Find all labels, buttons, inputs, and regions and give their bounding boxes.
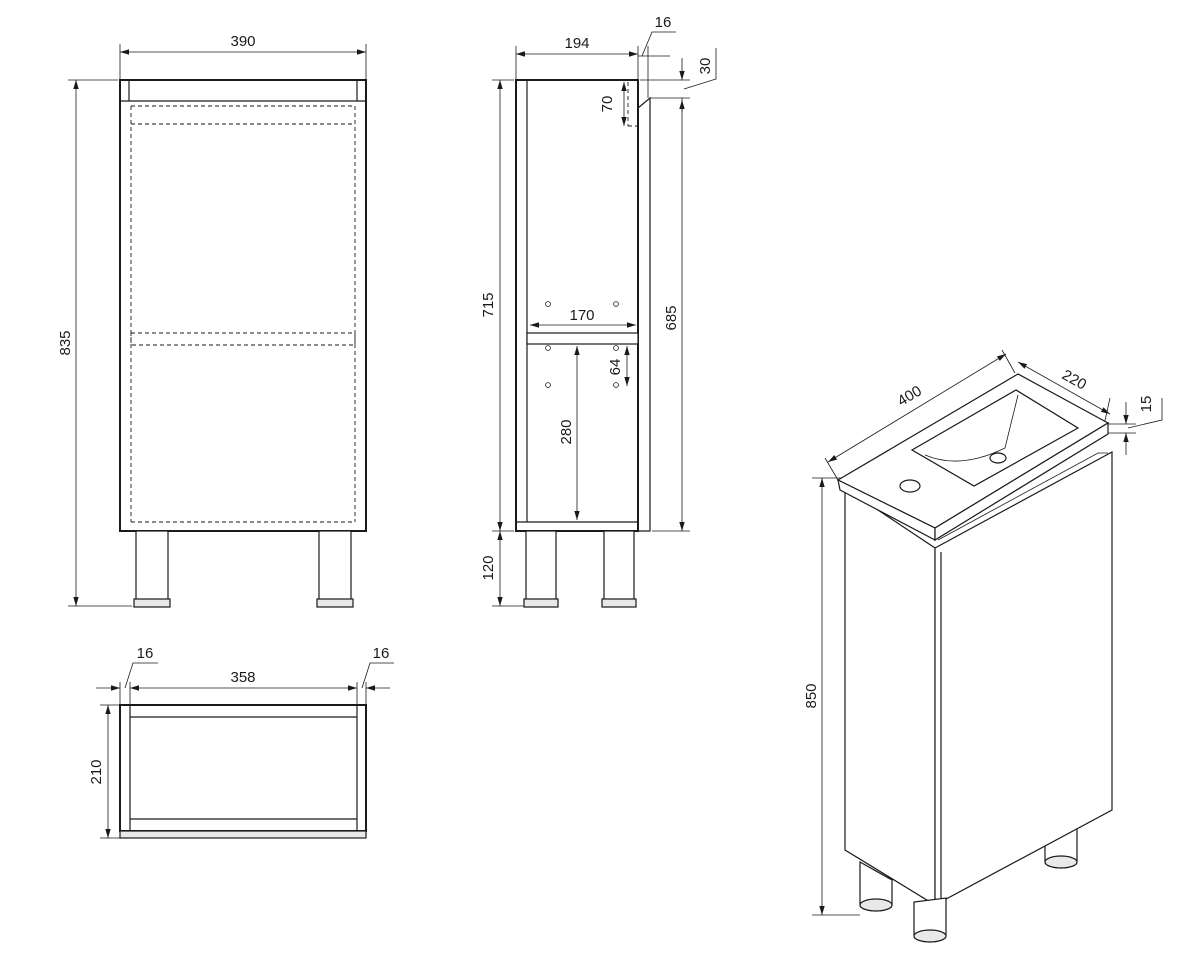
side-leg-front-foot bbox=[601, 598, 637, 608]
side-offset-leader bbox=[683, 48, 717, 90]
side-handle-recess-label: 70 bbox=[599, 96, 616, 113]
side-leg-front bbox=[603, 530, 635, 602]
front-view: 390 835 bbox=[57, 33, 367, 608]
plan-right-leader bbox=[361, 662, 394, 689]
side-shelf bbox=[526, 332, 639, 345]
side-top-offset-label: 30 bbox=[697, 58, 714, 75]
plan-door bbox=[119, 830, 367, 839]
iso-width-dim-line bbox=[827, 353, 1007, 463]
iso-basin-side-edge bbox=[934, 421, 1109, 542]
iso-depth-dim-line bbox=[1017, 361, 1111, 415]
iso-cabinet-door bbox=[934, 450, 1113, 907]
side-leg-back-foot bbox=[523, 598, 559, 608]
side-door-thickness-label: 16 bbox=[655, 14, 672, 31]
side-view: 194 16 30 70 715 120 685 bbox=[480, 14, 717, 608]
plan-depth-label: 210 bbox=[88, 759, 105, 784]
plan-inner-width-label: 358 bbox=[230, 669, 255, 686]
side-depth-label: 194 bbox=[564, 35, 589, 52]
front-leg-right bbox=[318, 530, 352, 602]
side-shelf-hole bbox=[613, 345, 619, 351]
iso-leg-front-left bbox=[859, 860, 893, 912]
iso-thickness-label: 15 bbox=[1138, 396, 1155, 413]
side-shelf-hole bbox=[545, 301, 551, 307]
side-cabinet-outline bbox=[515, 79, 639, 532]
iso-thickness-leader bbox=[1127, 398, 1163, 429]
iso-drain-hole bbox=[989, 452, 1007, 464]
iso-height-label: 850 bbox=[803, 683, 820, 708]
iso-leg-front-right bbox=[913, 897, 947, 943]
iso-width-ext-right bbox=[1001, 349, 1016, 374]
side-shelf-height-label: 280 bbox=[558, 419, 575, 444]
side-shelf-hole bbox=[545, 345, 551, 351]
front-height-label: 835 bbox=[57, 330, 74, 355]
front-width-label: 390 bbox=[230, 33, 255, 50]
plan-view: 358 16 16 210 bbox=[88, 645, 394, 839]
front-leg-left bbox=[135, 530, 169, 602]
side-shelf-hole bbox=[613, 382, 619, 388]
iso-tap-hole bbox=[899, 479, 921, 493]
side-hole-spacing-label: 64 bbox=[607, 359, 624, 376]
iso-depth-label: 220 bbox=[1059, 367, 1089, 394]
iso-sink-bowl-inner bbox=[924, 394, 1019, 462]
front-leg-right-foot bbox=[316, 598, 354, 608]
side-body-height-label: 715 bbox=[480, 292, 497, 317]
side-door-height-label: 685 bbox=[663, 305, 680, 330]
iso-view: 400 220 15 850 bbox=[803, 349, 1163, 943]
iso-cabinet-side bbox=[844, 486, 936, 907]
plan-left-leader bbox=[124, 662, 158, 689]
iso-handle-recess bbox=[937, 452, 1108, 541]
side-door-profile bbox=[637, 96, 651, 532]
iso-sink-bowl-rim bbox=[910, 389, 1080, 487]
side-leg-height-label: 120 bbox=[480, 555, 497, 580]
plan-side-right-label: 16 bbox=[373, 645, 390, 662]
front-cabinet-outline bbox=[119, 79, 367, 532]
side-door-leader bbox=[641, 31, 676, 57]
iso-width-ext-left bbox=[824, 457, 839, 481]
side-shelf-hole bbox=[613, 301, 619, 307]
side-shelf-depth-label: 170 bbox=[569, 307, 594, 324]
plan-side-left-label: 16 bbox=[137, 645, 154, 662]
plan-cabinet-outline bbox=[119, 704, 367, 832]
front-hidden-shelf bbox=[130, 332, 356, 346]
front-leg-left-foot bbox=[133, 598, 171, 608]
side-shelf-hole bbox=[545, 382, 551, 388]
side-leg-back bbox=[525, 530, 557, 602]
